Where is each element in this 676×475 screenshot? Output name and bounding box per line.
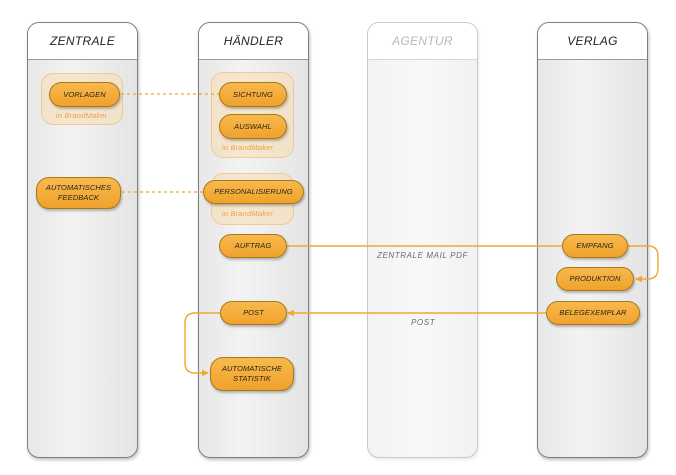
lane-title-zentrale: ZENTRALE bbox=[28, 23, 137, 60]
lane-title-haendler: HÄNDLER bbox=[199, 23, 308, 60]
lane-title-agentur: AGENTUR bbox=[368, 23, 477, 60]
node-auswahl: AUSWAHL bbox=[219, 114, 287, 139]
group-note-vorlagen: in BrandMaker bbox=[56, 111, 108, 120]
node-automatische-statistik: AUTOMATISCHE STATISTIK bbox=[210, 357, 294, 391]
connector-post-statistik bbox=[184, 312, 220, 377]
node-belegexemplar: BELEGEXEMPLAR bbox=[546, 301, 640, 325]
flow-label-zentrale-mail-pdf: ZENTRALE MAIL PDF bbox=[377, 251, 468, 260]
connector-empfang-produktion bbox=[628, 245, 659, 283]
node-personalisierung: PERSONALISIERUNG bbox=[203, 180, 304, 204]
node-automatisches-feedback: AUTOMATISCHES FEEDBACK bbox=[36, 177, 121, 209]
node-empfang: EMPFANG bbox=[562, 234, 628, 258]
lane-agentur: AGENTUR bbox=[367, 22, 478, 458]
node-produktion: PRODUKTION bbox=[556, 267, 634, 291]
flow-label-post: POST bbox=[411, 318, 436, 327]
group-note-auswahl: in BrandMaker bbox=[222, 143, 274, 152]
node-sichtung: SICHTUNG bbox=[219, 82, 287, 107]
node-auftrag: AUFTRAG bbox=[219, 234, 287, 258]
lane-title-verlag: VERLAG bbox=[538, 23, 647, 60]
group-note-personalisierung: in BrandMaker bbox=[222, 209, 274, 218]
node-post: POST bbox=[220, 301, 287, 325]
node-vorlagen: VORLAGEN bbox=[49, 82, 120, 107]
